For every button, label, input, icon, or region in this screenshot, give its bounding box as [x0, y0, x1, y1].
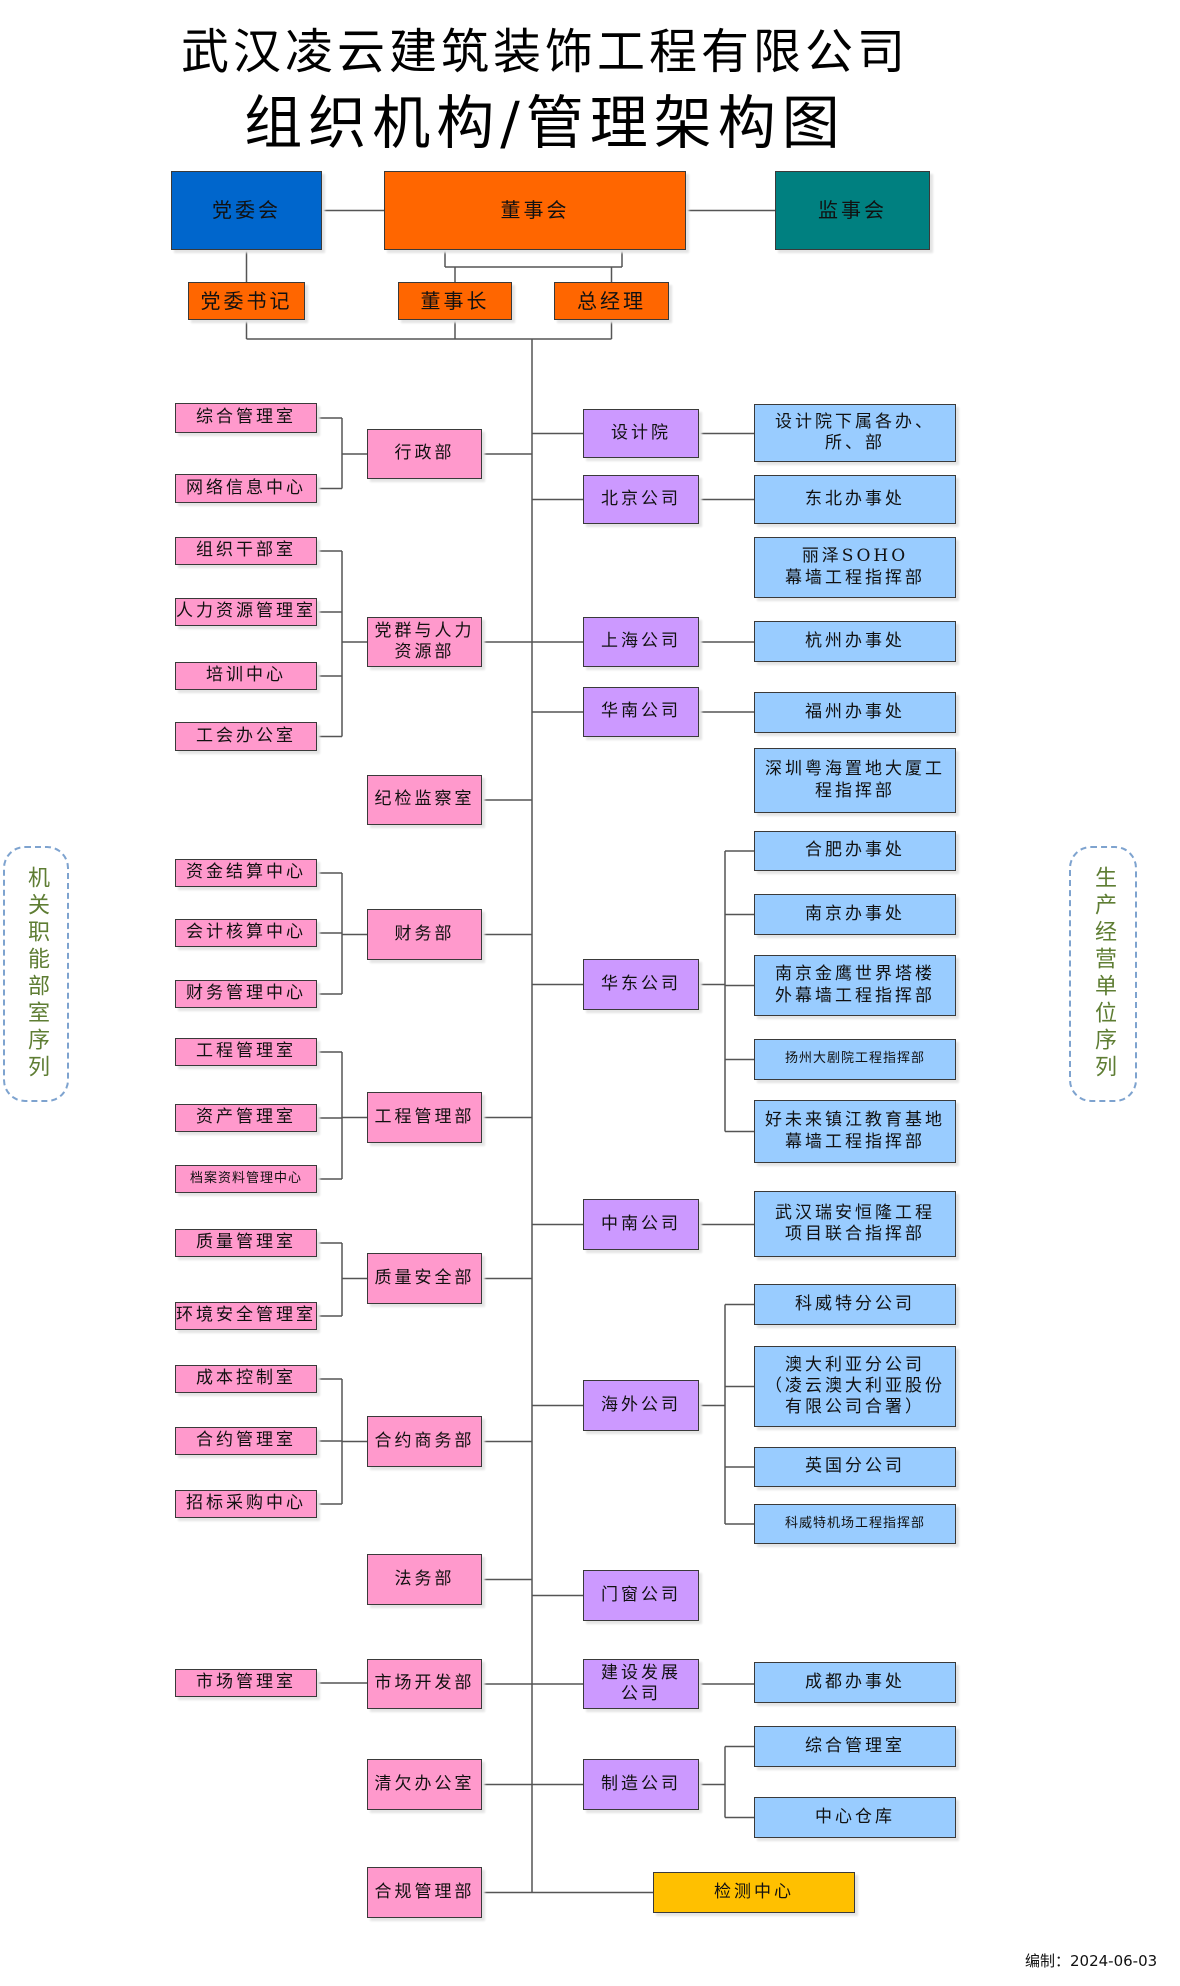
department-box[interactable]: 质量安全部: [367, 1253, 482, 1304]
company-box[interactable]: 北京公司: [583, 475, 699, 524]
branch-office-box[interactable]: 综合管理室: [754, 1726, 956, 1767]
sub-office-box[interactable]: 招标采购中心: [175, 1490, 317, 1518]
compiled-date: 编制：2024-06-03: [1025, 1952, 1158, 1970]
chairman-box[interactable]: 董事长: [398, 282, 512, 320]
department-box[interactable]: 纪检监察室: [367, 775, 482, 825]
department-box[interactable]: 工程管理部: [367, 1092, 482, 1143]
sub-office-box[interactable]: 组织干部室: [175, 537, 317, 565]
supervisory-board-box[interactable]: 监事会: [775, 171, 930, 250]
department-box[interactable]: 财务部: [367, 909, 482, 960]
branch-office-box[interactable]: 中心仓库: [754, 1797, 956, 1838]
branch-office-box[interactable]: 杭州办事处: [754, 621, 956, 662]
company-box[interactable]: 华东公司: [583, 959, 699, 1010]
sub-office-box[interactable]: 资产管理室: [175, 1104, 317, 1132]
board-of-directors-box[interactable]: 董事会: [384, 171, 686, 250]
branch-office-box[interactable]: 好未来镇江教育基地 幕墙工程指挥部: [754, 1100, 956, 1163]
branch-office-box[interactable]: 澳大利亚分公司 （凌云澳大利亚股份 有限公司合署）: [754, 1346, 956, 1427]
company-title: 武汉凌云建筑装饰工程有限公司: [180, 24, 909, 80]
department-box[interactable]: 法务部: [367, 1554, 482, 1605]
testing-center-box[interactable]: 检测中心: [653, 1872, 855, 1913]
branch-office-box[interactable]: 设计院下属各办、 所、部: [754, 404, 956, 462]
general-manager-box[interactable]: 总经理: [554, 282, 669, 320]
chart-title: 组织机构/管理架构图: [244, 89, 846, 157]
sub-office-box[interactable]: 成本控制室: [175, 1365, 317, 1393]
department-box[interactable]: 市场开发部: [367, 1659, 482, 1709]
branch-office-box[interactable]: 合肥办事处: [754, 831, 956, 871]
company-box[interactable]: 建设发展 公司: [583, 1659, 699, 1709]
branch-office-box[interactable]: 东北办事处: [754, 475, 956, 524]
department-box[interactable]: 合规管理部: [367, 1867, 482, 1918]
sub-office-box[interactable]: 工程管理室: [175, 1038, 317, 1066]
branch-office-box[interactable]: 福州办事处: [754, 692, 956, 733]
branch-office-box[interactable]: 科威特分公司: [754, 1284, 956, 1325]
company-box[interactable]: 华南公司: [583, 687, 699, 737]
sub-office-box[interactable]: 市场管理室: [175, 1669, 317, 1697]
company-box[interactable]: 上海公司: [583, 617, 699, 667]
branch-office-box[interactable]: 深圳粤海置地大厦工 程指挥部: [754, 748, 956, 813]
sub-office-box[interactable]: 合约管理室: [175, 1427, 317, 1455]
sub-office-box[interactable]: 环境安全管理室: [175, 1302, 317, 1330]
department-box[interactable]: 党群与人力 资源部: [367, 617, 482, 667]
sub-office-box[interactable]: 资金结算中心: [175, 859, 317, 887]
branch-office-box[interactable]: 科威特机场工程指挥部: [754, 1504, 956, 1544]
sub-office-box[interactable]: 质量管理室: [175, 1229, 317, 1257]
branch-office-box[interactable]: 南京金鹰世界塔楼 外幕墙工程指挥部: [754, 955, 956, 1016]
branch-office-box[interactable]: 武汉瑞安恒隆工程 项目联合指挥部: [754, 1191, 956, 1257]
sub-office-box[interactable]: 培训中心: [175, 662, 317, 690]
company-box[interactable]: 海外公司: [583, 1380, 699, 1431]
company-box[interactable]: 设计院: [583, 409, 699, 458]
side-label-production-units: 生产经营单位序列: [1069, 846, 1137, 1102]
sub-office-box[interactable]: 档案资料管理中心: [175, 1165, 317, 1193]
branch-office-box[interactable]: 扬州大剧院工程指挥部: [754, 1039, 956, 1080]
department-box[interactable]: 清欠办公室: [367, 1759, 482, 1810]
company-box[interactable]: 制造公司: [583, 1759, 699, 1810]
sub-office-box[interactable]: 工会办公室: [175, 722, 317, 751]
sub-office-box[interactable]: 网络信息中心: [175, 474, 317, 503]
sub-office-box[interactable]: 财务管理中心: [175, 980, 317, 1008]
branch-office-box[interactable]: 南京办事处: [754, 894, 956, 935]
department-box[interactable]: 合约商务部: [367, 1416, 482, 1467]
party-committee-box[interactable]: 党委会: [171, 171, 322, 250]
party-secretary-box[interactable]: 党委书记: [188, 282, 305, 320]
branch-office-box[interactable]: 丽泽SOHO 幕墙工程指挥部: [754, 537, 956, 598]
department-box[interactable]: 行政部: [367, 429, 482, 479]
branch-office-box[interactable]: 成都办事处: [754, 1662, 956, 1703]
company-box[interactable]: 中南公司: [583, 1199, 699, 1250]
sub-office-box[interactable]: 会计核算中心: [175, 919, 317, 947]
side-label-functional-departments: 机关职能部室序列: [3, 846, 69, 1102]
company-box[interactable]: 门窗公司: [583, 1570, 699, 1621]
sub-office-box[interactable]: 综合管理室: [175, 403, 317, 433]
branch-office-box[interactable]: 英国分公司: [754, 1447, 956, 1487]
sub-office-box[interactable]: 人力资源管理室: [175, 598, 317, 626]
